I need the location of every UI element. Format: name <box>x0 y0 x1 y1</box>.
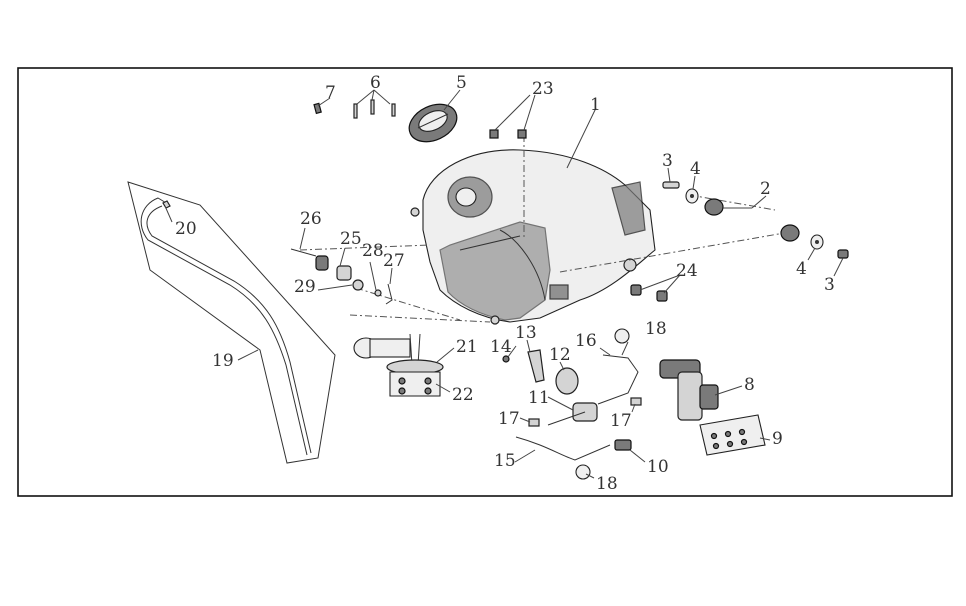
callout-28: 28 <box>362 241 384 261</box>
part-17-clamp-b <box>630 397 642 406</box>
part-12-filter <box>555 367 579 395</box>
part-15-hose <box>515 436 611 461</box>
callout-18-upper: 18 <box>645 319 667 339</box>
part-3-bolt-upper <box>662 181 680 189</box>
part-16-hose <box>597 354 639 405</box>
callout-15: 15 <box>494 451 516 471</box>
callout-29: 29 <box>294 277 316 297</box>
callout-7: 7 <box>325 83 336 103</box>
callout-3-upper: 3 <box>662 151 673 171</box>
part-10-fitting <box>614 439 632 451</box>
part-25-bushing <box>315 255 352 281</box>
part-18-cap-a <box>614 328 630 344</box>
callout-24: 24 <box>676 261 698 281</box>
part-8-valve <box>659 359 719 421</box>
part-4-washer-lower <box>810 234 824 250</box>
callout-labels: 1 2 3 3 4 4 5 6 7 8 9 10 11 12 13 14 15 … <box>175 73 835 494</box>
callout-4-lower: 4 <box>796 259 807 279</box>
callout-6: 6 <box>370 73 381 93</box>
part-14-clamp <box>502 355 510 363</box>
part-29-washer <box>352 279 364 291</box>
part-17-clamp-a <box>528 418 540 427</box>
part-20-clip <box>162 200 171 209</box>
part-27-clip <box>385 283 393 305</box>
leader-lines <box>164 89 844 479</box>
callout-3-lower: 3 <box>824 275 835 295</box>
part-3-bolt-lower <box>837 249 849 259</box>
part-18-cap-b <box>575 464 591 480</box>
callout-14: 14 <box>490 337 512 357</box>
callout-17-right: 17 <box>610 411 632 431</box>
callout-1: 1 <box>590 95 601 115</box>
diagram-frame <box>17 67 953 497</box>
callout-26: 26 <box>300 209 322 229</box>
part-22-pump-plate <box>389 371 441 397</box>
part-5-fuel-cap <box>408 103 458 143</box>
callout-2: 2 <box>760 179 771 199</box>
part-21-fuel-pump <box>353 333 444 375</box>
callout-20: 20 <box>175 219 197 239</box>
callout-19: 19 <box>212 351 234 371</box>
part-7-screw <box>313 102 322 115</box>
callout-5: 5 <box>456 73 467 93</box>
callout-25: 25 <box>340 229 362 249</box>
part-9-mount-plate <box>699 414 766 456</box>
part-24-nuts <box>630 284 668 302</box>
part-23-nuts <box>489 129 527 139</box>
part-2-rubber-mount-a <box>704 198 724 216</box>
part-11-filter-body <box>547 402 598 426</box>
callout-9: 9 <box>772 429 783 449</box>
callout-4-upper: 4 <box>690 159 701 179</box>
part-19-vent-hose <box>127 181 336 464</box>
callout-23: 23 <box>532 79 554 99</box>
part-4-washer-upper <box>685 188 699 204</box>
callout-21: 21 <box>456 337 478 357</box>
callout-27: 27 <box>383 251 405 271</box>
callout-13: 13 <box>515 323 537 343</box>
callout-22: 22 <box>452 385 474 405</box>
callout-16: 16 <box>575 331 597 351</box>
part-13-bracket <box>527 349 545 383</box>
part-26-bolt <box>290 248 317 257</box>
part-28-spacer <box>374 289 382 297</box>
part-2-rubber-mount-b <box>780 224 800 242</box>
callout-8: 8 <box>744 375 755 395</box>
callout-12: 12 <box>549 345 571 365</box>
callout-17-left: 17 <box>498 409 520 429</box>
callout-10: 10 <box>647 457 669 477</box>
callout-18-lower: 18 <box>596 474 618 494</box>
part-1-fuel-tank <box>410 149 656 325</box>
callout-11: 11 <box>528 388 550 408</box>
